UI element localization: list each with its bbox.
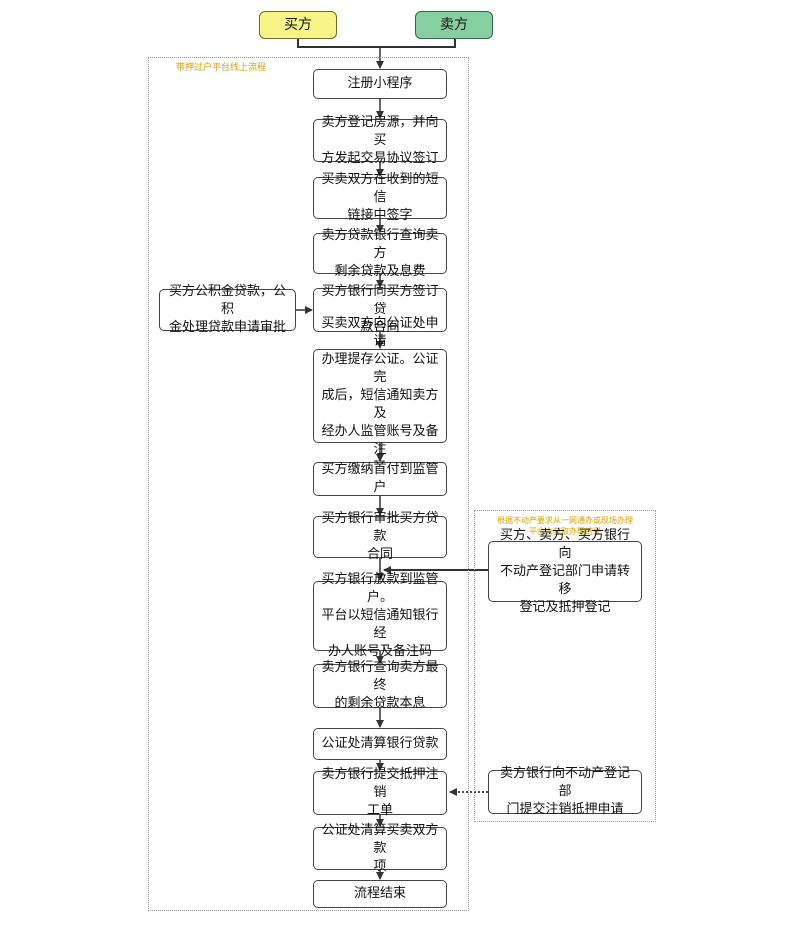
offline-region-label: 根据不动产要求从一网通办或现场办理 平台会获取办理结果 bbox=[497, 516, 633, 536]
seller-connector bbox=[380, 38, 456, 48]
side-transfer-registration: 买方、卖方、买方银行向 不动产登记部门申请转移 登记及抵押登记 bbox=[488, 528, 642, 615]
side-mortgage-cancel-application: 卖方银行向不动产登记部 门提交注销抵押申请 bbox=[488, 766, 642, 817]
step-notary-escrow: 买卖双方向公证处申请 办理提存公证。公证完 成后，短信通知卖方及 经办人监管账号… bbox=[313, 316, 447, 475]
step-final-balance-query: 卖方银行查询卖方最终 的剩余贷款本息 bbox=[313, 660, 447, 711]
step-notary-settle-funds: 公证处清算买卖双方款 项 bbox=[313, 823, 447, 874]
online-platform-region bbox=[148, 57, 469, 911]
step-buyer-loan-contract: 买方银行同买方签订贷 款合同 bbox=[313, 284, 447, 335]
step-down-payment: 买方缴纳首付到监管户 bbox=[313, 462, 447, 496]
seller-node: 卖方 bbox=[415, 11, 493, 39]
step-notary-settle-loan: 公证处清算银行贷款 bbox=[313, 728, 447, 760]
step-sign-via-sms: 买卖双方在收到的短信 链接中签字 bbox=[313, 172, 447, 223]
step-loan-disbursement: 买方银行放款到监管 户。 平台以短信通知银行经 办人账号及备注码 bbox=[313, 572, 447, 659]
offline-region bbox=[474, 510, 656, 822]
step-seller-list-property: 卖方登记房源，并向买 方发起交易协议签订 bbox=[313, 115, 447, 166]
side-provident-fund-loan: 买方公积金贷款，公积 金处理贷款申请审批 bbox=[159, 284, 296, 335]
online-platform-region-label: 带押过户平台线上流程 bbox=[176, 63, 267, 73]
step-mortgage-cancel-order: 卖方银行提交抵押注销 工单 bbox=[313, 767, 447, 818]
buyer-connector bbox=[297, 38, 380, 48]
step-process-end: 流程结束 bbox=[313, 880, 447, 908]
step-loan-approval: 买方银行审批买方贷款 合同 bbox=[313, 511, 447, 562]
buyer-node: 买方 bbox=[259, 11, 337, 39]
step-seller-bank-query: 卖方贷款银行查询卖方 剩余贷款及息费 bbox=[313, 228, 447, 279]
step-register-mini-program: 注册小程序 bbox=[313, 69, 447, 99]
